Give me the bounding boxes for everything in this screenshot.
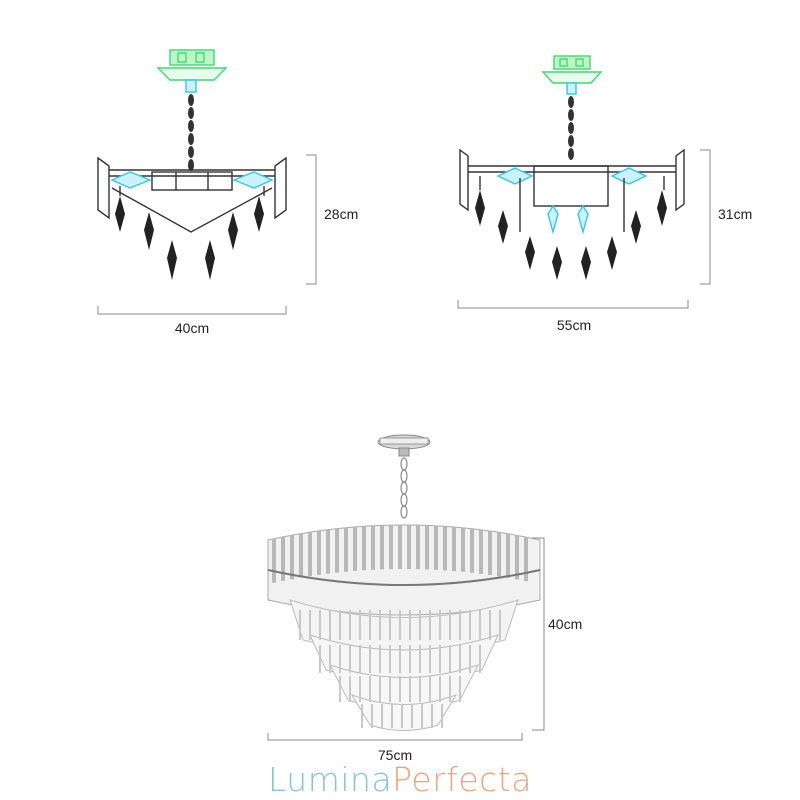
brand-part2: Perfecta (392, 760, 532, 799)
chain (400, 457, 408, 519)
small-height-label: 28cm (324, 206, 358, 222)
medium-pendant-drawing (459, 55, 685, 280)
frame (459, 148, 685, 235)
frame (97, 156, 287, 233)
small-pendant-dimensions (97, 154, 317, 315)
chain (188, 94, 194, 171)
chain (568, 96, 574, 160)
large-width-label: 75cm (378, 747, 412, 763)
medium-width-label: 55cm (557, 317, 591, 333)
brand-logo: LuminaPerfecta (0, 760, 800, 799)
large-chandelier-drawing (267, 434, 541, 731)
small-width-label: 40cm (175, 320, 209, 336)
ceiling-canopy (541, 55, 603, 95)
crystal-drops (475, 190, 667, 280)
crystal-tiers (267, 524, 541, 731)
large-height-label: 40cm (548, 616, 582, 632)
ceiling-canopy (156, 49, 228, 93)
crystal-drops (115, 196, 264, 280)
large-chandelier-dimensions (267, 537, 545, 741)
ceiling-canopy (377, 434, 431, 457)
medium-height-label: 31cm (718, 206, 752, 222)
medium-pendant-dimensions (457, 149, 711, 309)
small-pendant-drawing (97, 49, 287, 280)
brand-part1: Lumina (268, 760, 393, 799)
